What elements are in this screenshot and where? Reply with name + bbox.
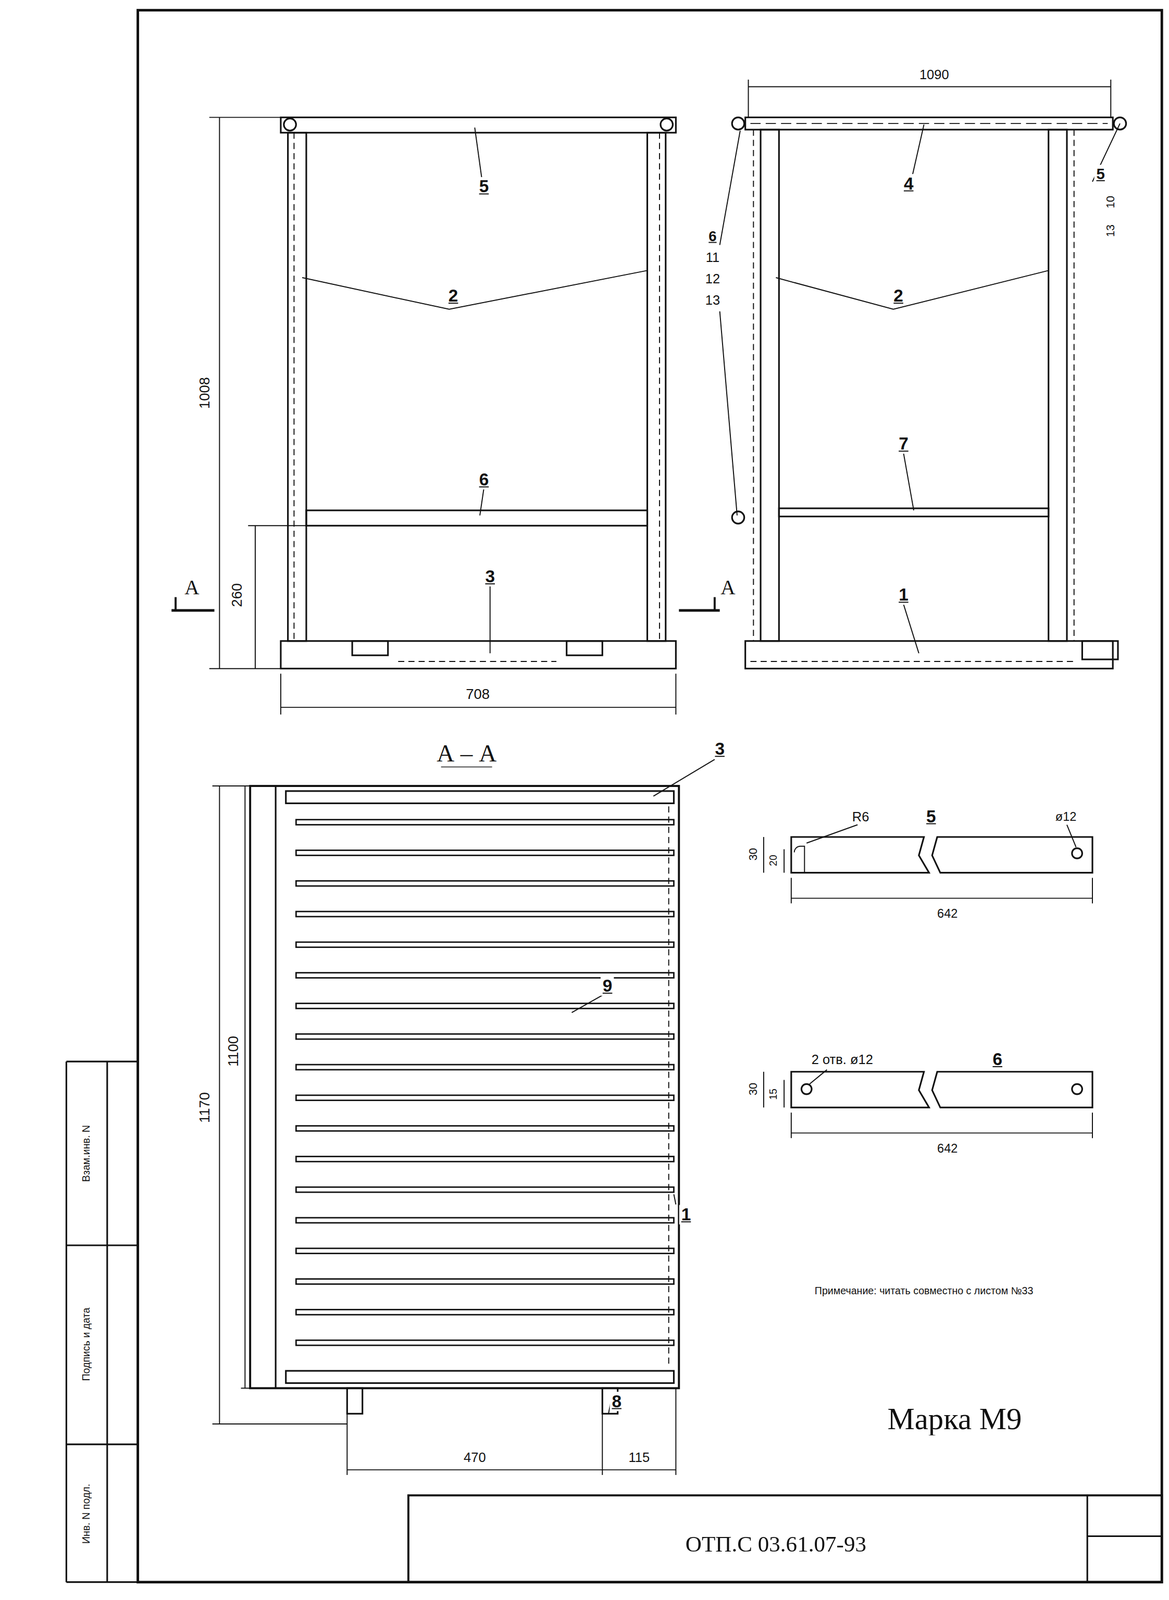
- drawing-label: 13: [1104, 222, 1118, 240]
- drawing-label: 12: [703, 270, 723, 286]
- drawing-label: 10: [1104, 193, 1118, 211]
- drawing-label: 470: [461, 1450, 488, 1466]
- drawing-label: 1090: [917, 66, 952, 82]
- callout-number: 7: [896, 434, 911, 454]
- drawing-label: А – А: [434, 740, 499, 767]
- drawing-label: 2 отв. ø12: [809, 1052, 876, 1068]
- callout-number: 8: [610, 1391, 624, 1412]
- drawing-label: 642: [935, 906, 960, 921]
- callout-number: 3: [483, 567, 497, 587]
- drawing-label: 11: [703, 249, 722, 265]
- callout-number: 6: [477, 469, 491, 490]
- callout-number: 2: [446, 286, 460, 306]
- drawing-label: 20: [767, 852, 781, 869]
- drawing-label: A: [718, 575, 738, 599]
- callout-number: 6: [706, 227, 719, 244]
- callout-number: 5: [924, 806, 938, 827]
- drawing-label: A: [182, 575, 202, 599]
- drawing-label: R6: [850, 809, 872, 825]
- drawing-label: 30: [747, 846, 761, 863]
- drawing-label: Примечание: читать совместно с листом №3…: [812, 1285, 1036, 1298]
- callout-number: 4: [901, 173, 916, 194]
- callout-number: 3: [712, 739, 727, 760]
- drawing-label: Марка М9: [885, 1402, 1025, 1436]
- drawing-label: ø12: [1053, 809, 1079, 824]
- drawing-label: 260: [228, 581, 245, 610]
- callout-number: 5: [1094, 165, 1108, 183]
- drawing-label: 30: [747, 1080, 761, 1098]
- drawing-label: 642: [935, 1141, 960, 1156]
- drawing-label: Взам.инв. N: [80, 1123, 94, 1185]
- callout-number: 5: [477, 177, 491, 197]
- callout-number: 2: [891, 286, 905, 306]
- drawing-label: Подпись и дата: [80, 1306, 94, 1384]
- drawing-label: 15: [767, 1086, 781, 1103]
- drawing-label: 13: [703, 292, 723, 308]
- callout-number: 1: [896, 585, 911, 605]
- callout-number: 6: [990, 1050, 1005, 1070]
- callout-number: 9: [600, 976, 615, 997]
- drawing-label: 1100: [224, 1034, 241, 1069]
- callout-number: 1: [679, 1205, 693, 1225]
- drawing-label: 708: [463, 686, 492, 703]
- drawing-label: 1008: [195, 375, 213, 412]
- drawing-label: 115: [626, 1450, 652, 1466]
- drawing-label: 1170: [195, 1090, 213, 1126]
- drawing-label: Инв. N подл.: [80, 1482, 94, 1547]
- drawing-label: ОТП.С 03.61.07-93: [683, 1532, 869, 1558]
